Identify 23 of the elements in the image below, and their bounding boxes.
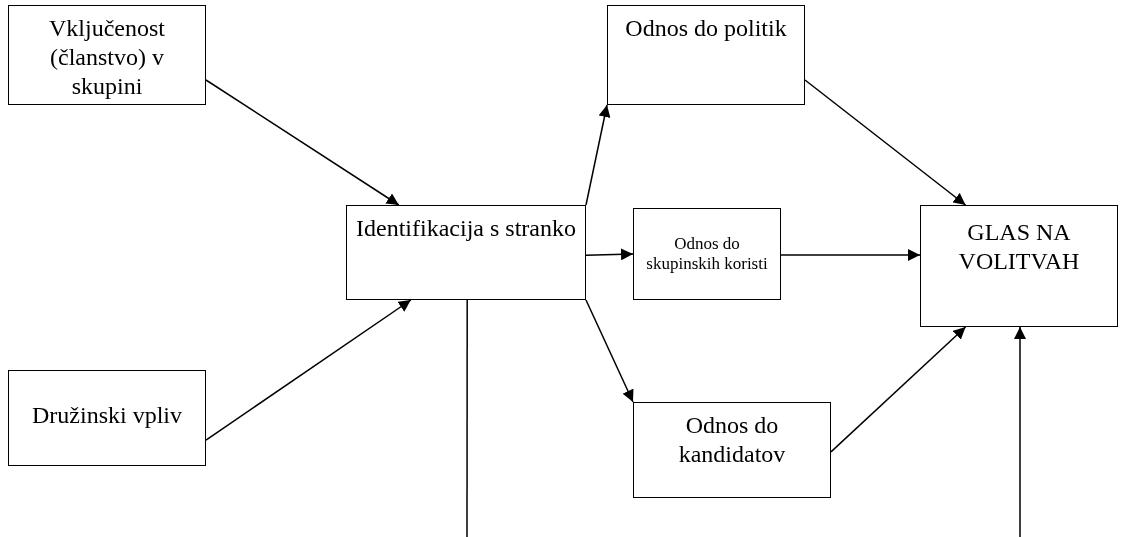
- box-label: Odnos do kandidatov: [677, 411, 787, 469]
- process-box: [633, 208, 781, 300]
- arrow: [585, 299, 634, 403]
- process-box: [8, 5, 206, 105]
- process-box: [607, 5, 805, 105]
- arrow: [205, 79, 400, 206]
- arrow: [1014, 326, 1026, 537]
- box-label: Identifikacija s stranko: [356, 214, 576, 243]
- box-label: Družinski vpliv: [32, 401, 182, 430]
- process-box: [633, 402, 831, 498]
- box-label: GLAS NA VOLITVAH: [957, 218, 1081, 276]
- box-label: Odnos do skupinskih koristi: [645, 234, 769, 275]
- process-box: [346, 205, 586, 300]
- process-box: [920, 205, 1118, 327]
- arrow: [585, 248, 634, 261]
- arrow: [585, 104, 611, 206]
- process-box: [8, 370, 206, 466]
- arrow: [830, 326, 967, 453]
- arrow: [780, 249, 921, 261]
- arrow: [205, 299, 412, 441]
- box-label: Odnos do politik: [625, 14, 787, 43]
- box-label: Vključenost (članstvo) v skupini: [48, 14, 166, 101]
- arrow: [804, 79, 967, 206]
